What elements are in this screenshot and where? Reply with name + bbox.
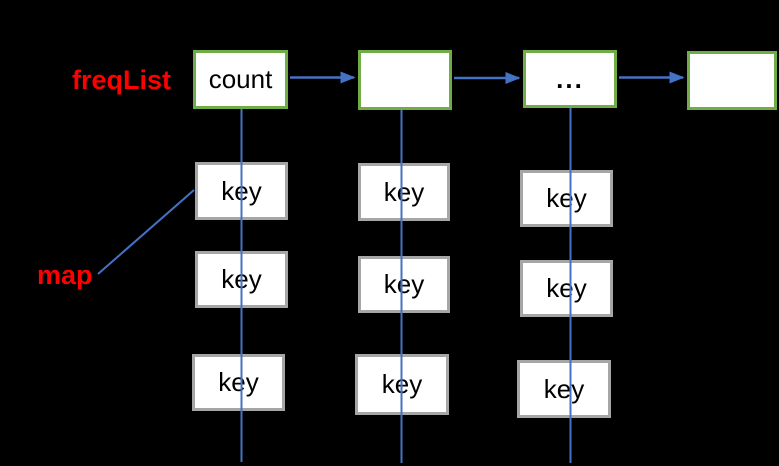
key-node-label: key	[383, 176, 425, 207]
freq-node-label: ...	[556, 64, 584, 94]
freq-node-label: count	[208, 64, 273, 94]
key-node: key	[520, 170, 613, 227]
key-node: key	[195, 251, 288, 308]
key-node-label: key	[383, 269, 425, 299]
key-node: key	[358, 163, 450, 221]
freq-node-ellipsis: ...	[523, 50, 617, 108]
freq-node-2	[358, 50, 452, 110]
key-node-label: key	[221, 264, 262, 294]
freq-node-4	[687, 51, 777, 110]
freqlist-label: freqList	[72, 65, 172, 95]
key-node-label: key	[221, 175, 262, 206]
key-node: key	[517, 360, 611, 418]
key-node: key	[520, 260, 613, 317]
key-node: key	[195, 162, 288, 220]
freq-node-count: count	[193, 50, 288, 109]
key-node-label: key	[546, 183, 587, 213]
map-label: map	[37, 260, 93, 290]
key-node: key	[192, 354, 285, 411]
key-node-label: key	[543, 373, 585, 404]
key-node-label: key	[381, 369, 423, 399]
map-pointer-line	[97, 189, 195, 275]
key-node: key	[358, 256, 450, 313]
key-node-label: key	[546, 273, 587, 303]
key-node-label: key	[218, 367, 259, 397]
key-node: key	[355, 354, 449, 415]
